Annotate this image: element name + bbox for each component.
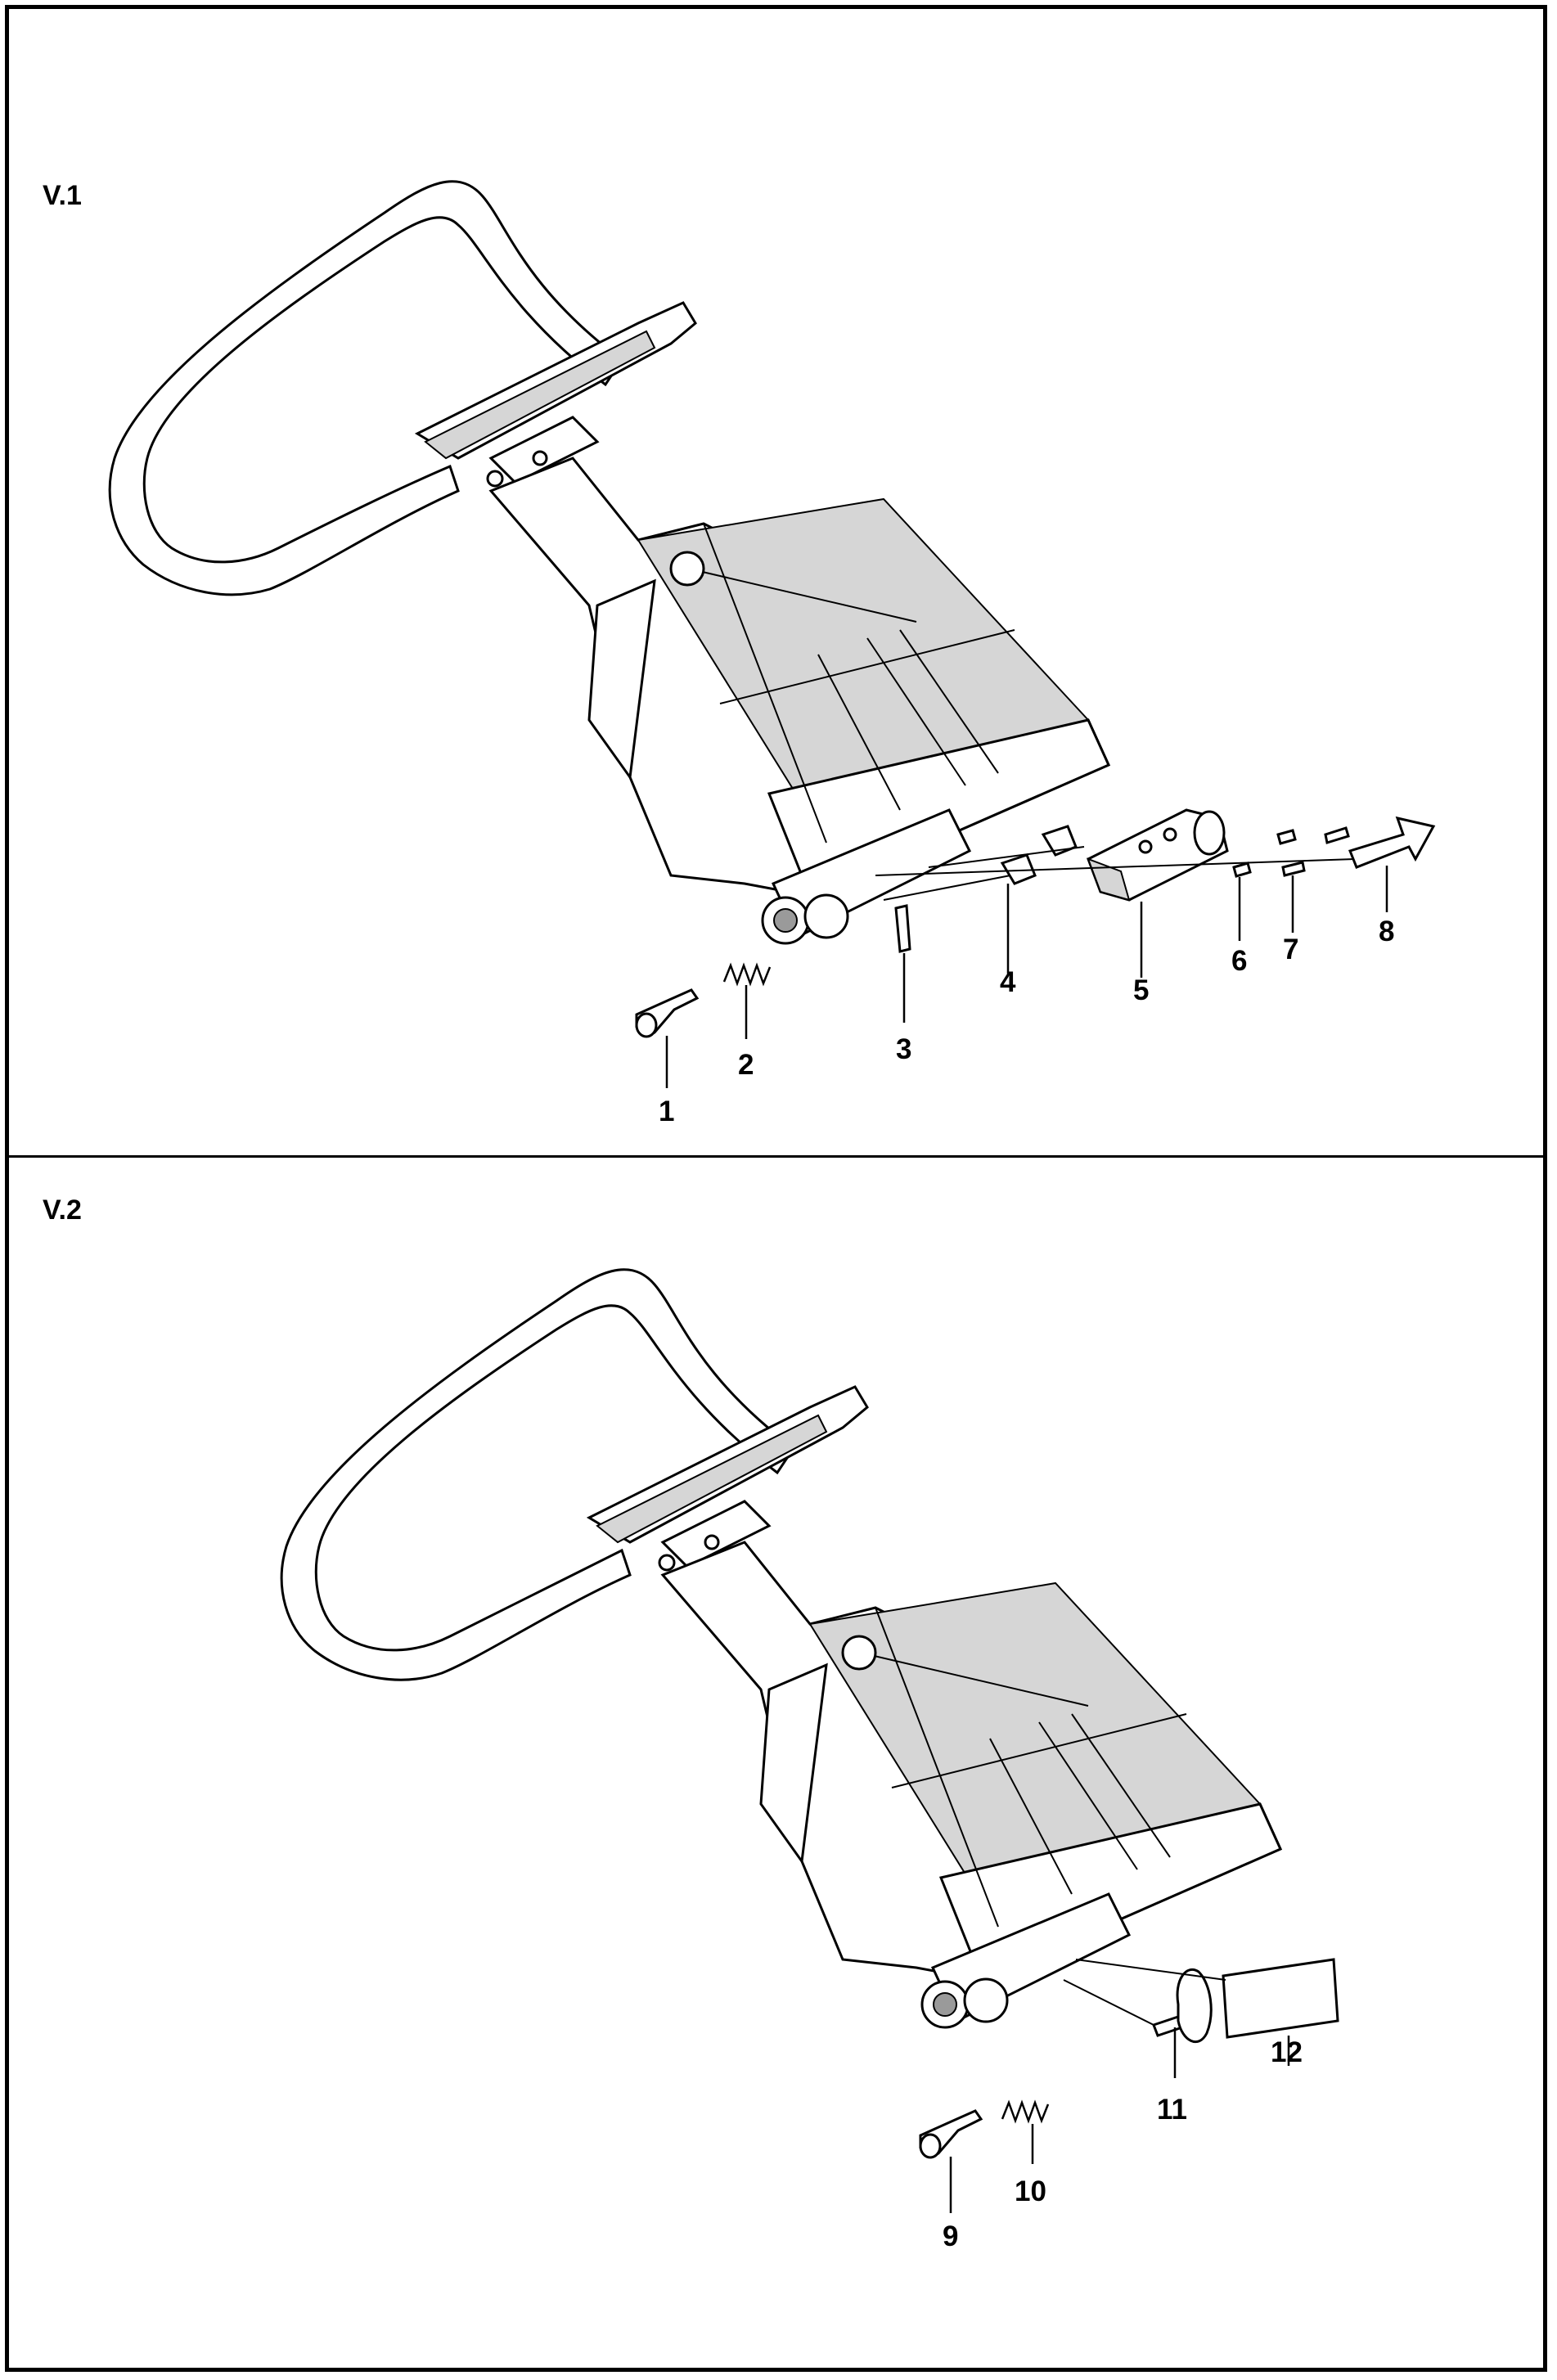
part-9-pin-v2: [919, 2109, 983, 2159]
part-2-spring-v1: [722, 962, 772, 987]
frame-body-v1: [488, 457, 1110, 945]
part-5-bracket-v1: [1087, 808, 1229, 902]
callout-8: 8: [1379, 916, 1394, 947]
part-1-pin-v1: [635, 988, 700, 1038]
callout-1: 1: [659, 1096, 674, 1127]
callout-10: 10: [1015, 2175, 1046, 2207]
view-divider: [9, 1155, 1543, 1158]
guide-lines-v1: [875, 846, 1355, 901]
callout-2: 2: [738, 1049, 754, 1081]
handle-head-v1: [414, 301, 697, 488]
callout-11: 11: [1157, 2094, 1187, 2126]
frame-body-v2: [660, 1541, 1282, 2029]
callout-6: 6: [1231, 945, 1247, 977]
view-label-v2: V.2: [43, 1194, 82, 1226]
callout-12: 12: [1271, 2036, 1303, 2068]
guide-lines-v2: [1063, 1959, 1226, 2026]
part-4-clamp-v1: [1000, 825, 1078, 885]
part-11-knob-v2: [1152, 1968, 1213, 2044]
callout-7: 7: [1283, 934, 1298, 965]
view-2: V.2: [43, 1194, 1339, 2252]
part-12-label-v2: [1222, 1958, 1339, 2039]
callout-9: 9: [943, 2220, 958, 2252]
callout-5: 5: [1133, 974, 1149, 1006]
part-6-setscrew-v1: [1232, 829, 1297, 878]
part-8-arrow-v1: [1348, 816, 1436, 869]
callout-4: 4: [1000, 966, 1016, 998]
view-1: V.1: [43, 180, 1436, 1127]
handlebar-v1: [108, 180, 624, 596]
part-7-screw-v1: [1281, 826, 1350, 877]
handle-head-v2: [586, 1385, 869, 1572]
part-3-rollpin-v1: [894, 904, 911, 953]
view-label-v1: V.1: [43, 180, 82, 211]
part-10-spring-v2: [1001, 2099, 1050, 2124]
leader-lines-v2: [949, 2027, 1290, 2213]
leader-lines-v1: [665, 866, 1388, 1088]
callout-3: 3: [896, 1033, 911, 1065]
